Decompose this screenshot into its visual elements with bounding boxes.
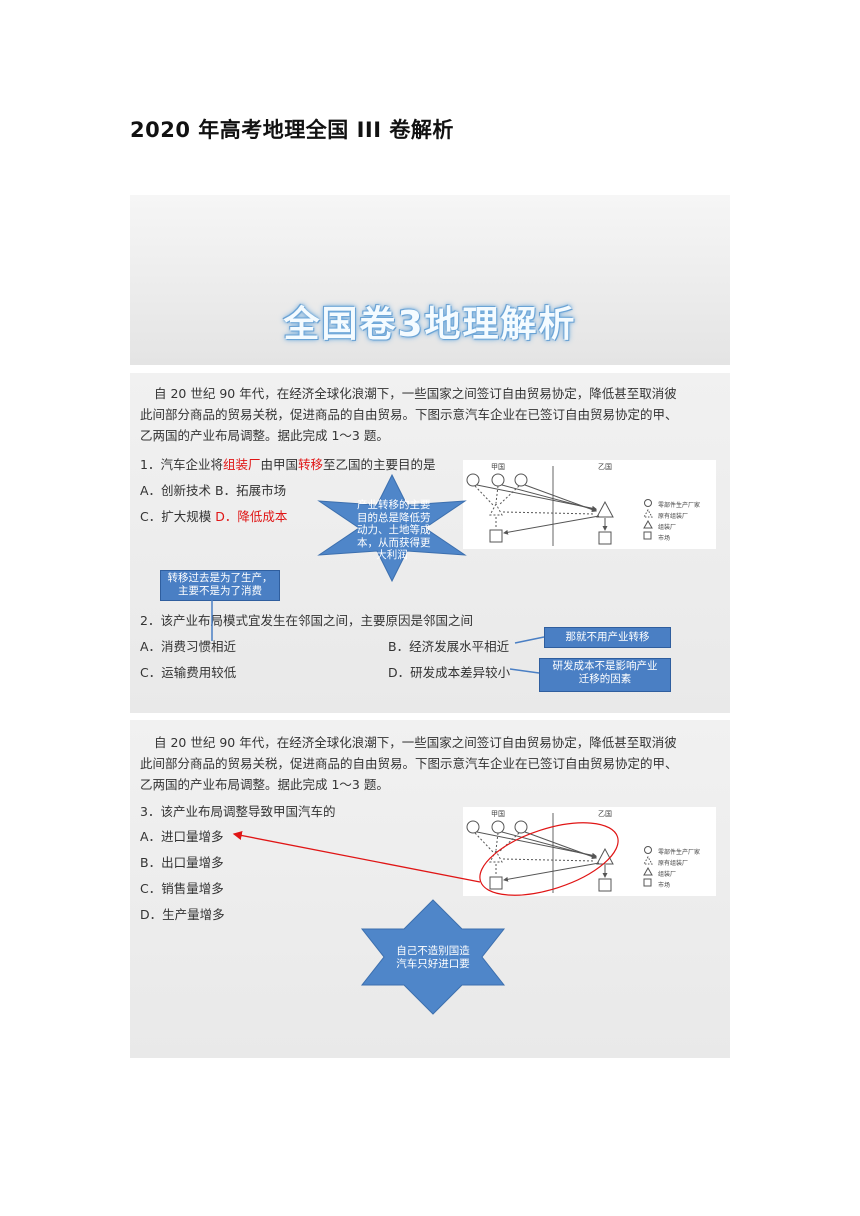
question-3-option-a: A．进口量增多 [140,829,224,844]
question-3-option-c: C．销售量增多 [140,881,224,896]
country-b-label: 乙国 [598,463,612,471]
question-2-option-d: D．研发成本差异较小 [388,665,511,680]
country-a-label: 甲国 [491,810,505,818]
country-b-label: 乙国 [598,810,612,818]
diagram-svg [466,466,653,546]
slide-questions-1-2: 自 20 世纪 90 年代，在经济全球化浪潮下，一些国家之间签订自由贸易协定，降… [130,373,730,713]
legend-assembly: 组装厂 [658,871,677,878]
star-callout-text: 自己不造别国造 汽车只好进口要 [396,945,470,970]
industry-layout-diagram: 甲国 乙国 零部件生产厂家 原有组装厂 组装厂 市场 [463,807,716,896]
legend-assembly: 组装厂 [658,524,677,531]
question-2-option-b: B．经济发展水平相近 [388,639,510,654]
slide-question-3: 自 20 世纪 90 年代，在经济全球化浪潮下，一些国家之间签订自由贸易协定，降… [130,720,730,1058]
intro-line-3: 乙两国的产业布局调整。据此完成 1～3 题。 [140,777,389,792]
intro-line-2: 此间部分商品的贸易关税，促进商品的自由贸易。下图示意汽车企业在已签订自由贸易协定… [140,407,678,422]
slide-title-card: 全国卷3地理解析 [130,195,730,365]
question-3-option-b: B．出口量增多 [140,855,224,870]
industry-layout-diagram: 甲国 乙国 零部件生产厂家 原有组装厂 组装厂 市场 [463,460,716,549]
intro-line-3: 乙两国的产业布局调整。据此完成 1～3 题。 [140,428,389,443]
question-1-options-cd: C．扩大规模 D．降低成本 [140,509,288,524]
legend-old-assembly: 原有组装厂 [658,860,689,867]
legend-old-assembly: 原有组装厂 [658,513,689,520]
intro-line-2: 此间部分商品的贸易关税，促进商品的自由贸易。下图示意汽车企业在已签订自由贸易协定… [140,756,678,771]
legend-parts-factory: 零部件生产厂家 [658,502,701,509]
question-1-options-ab: A．创新技术 B．拓展市场 [140,483,287,498]
diagram-svg [466,813,653,896]
legend-parts-factory: 零部件生产厂家 [658,849,701,856]
question-2-stem: 2．该产业布局模式宜发生在邻国之间，主要原因是邻国之间 [140,613,473,628]
star-callout-shape [317,473,467,583]
note-rd-cost-not-factor: 研发成本不是影响产业 迁移的因素 [539,658,671,692]
note-no-transfer-needed: 那就不用产业转移 [544,627,671,648]
question-2-option-a: A．消费习惯相近 [140,639,237,654]
star-callout-shape [360,899,506,1015]
slide-heading: 全国卷3地理解析 [283,304,577,345]
intro-line-1: 自 20 世纪 90 年代，在经济全球化浪潮下，一些国家之间签订自由贸易协定，降… [154,735,677,750]
question-3-stem: 3．该产业布局调整导致甲国汽车的 [140,804,336,819]
question-3-option-d: D．生产量增多 [140,907,225,922]
legend-market: 市场 [658,535,671,542]
country-a-label: 甲国 [491,463,505,471]
legend-market: 市场 [658,882,671,889]
document-title: 2020 年高考地理全国 III 卷解析 [130,118,454,142]
star-callout-text: 产业转移的主要 目的总是降低劳 动力、土地等成 本，从而获得更 大利润 [357,499,431,561]
question-2-option-c: C．运输费用较低 [140,665,237,680]
note-production-not-consumption: 转移过去是为了生产， 主要不是为了消费 [160,570,280,601]
question-1-stem: 1．汽车企业将组装厂由甲国转移至乙国的主要目的是 [140,457,436,472]
intro-line-1: 自 20 世纪 90 年代，在经济全球化浪潮下，一些国家之间签订自由贸易协定，降… [154,386,677,401]
